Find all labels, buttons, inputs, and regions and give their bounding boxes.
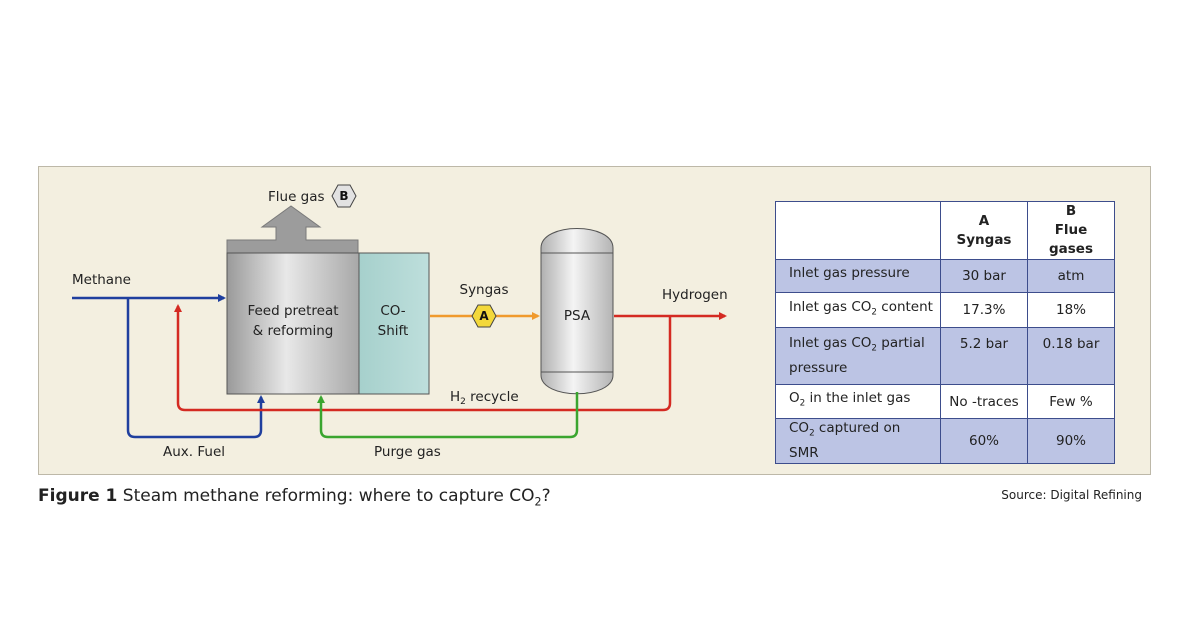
- cell-flue-gases: Few %: [1027, 384, 1115, 419]
- caption-end: ?: [541, 486, 551, 506]
- hydrogen-label: Hydrogen: [662, 287, 728, 303]
- column-header-flue-gases: B Flue gases: [1027, 201, 1115, 260]
- cell-flue-gases: atm: [1027, 259, 1115, 293]
- purge-gas-line: [317, 392, 579, 439]
- flue-gas-label: Flue gas: [268, 189, 325, 205]
- co-shift-label-line2: Shift: [378, 323, 409, 339]
- figure-number: Figure 1: [38, 486, 118, 506]
- cell-syngas: 60%: [940, 418, 1028, 464]
- purge-gas-label: Purge gas: [374, 444, 441, 460]
- column-header-b-letter: B: [1065, 203, 1077, 219]
- row-label: CO2 captured on SMR: [775, 418, 941, 464]
- column-header-b-name: Flue gases: [1048, 222, 1093, 257]
- flue-gas-arrow: [226, 205, 359, 254]
- table-row: Inlet gas CO2 content 17.3% 18%: [775, 292, 1115, 328]
- source-credit: Source: Digital Refining: [1001, 488, 1142, 502]
- aux-fuel-label: Aux. Fuel: [163, 444, 225, 460]
- row-label: Inlet gas CO2 content: [775, 292, 941, 328]
- h2-recycle-line: [174, 304, 577, 412]
- cell-syngas: 5.2 bar: [940, 327, 1028, 385]
- syngas-badge: [471, 304, 497, 328]
- flue-gas-badge: [331, 184, 357, 208]
- cell-flue-gases: 0.18 bar: [1027, 327, 1115, 385]
- cell-syngas: 30 bar: [940, 259, 1028, 293]
- table-corner-cell: [775, 201, 941, 260]
- column-header-syngas: A Syngas: [940, 201, 1028, 260]
- psa-vessel: [540, 228, 614, 395]
- column-header-a-letter: A: [978, 212, 990, 229]
- row-label: O2 in the inlet gas: [775, 384, 941, 419]
- table-row: O2 in the inlet gas No -traces Few %: [775, 384, 1115, 419]
- syngas-badge-label: A: [479, 309, 489, 323]
- cell-syngas: No -traces: [940, 384, 1028, 419]
- h2-recycle-return: [577, 316, 672, 412]
- cell-flue-gases: 18%: [1027, 292, 1115, 328]
- row-label: Inlet gas CO2 partial pressure: [775, 327, 941, 385]
- syngas-label: Syngas: [460, 282, 509, 298]
- table-row: CO2 captured on SMR 60% 90%: [775, 418, 1115, 464]
- cell-flue-gases: 90%: [1027, 418, 1115, 464]
- row-label: Inlet gas pressure: [775, 259, 941, 293]
- psa-label: PSA: [564, 308, 591, 324]
- caption-text: Steam methane reforming: where to captur…: [117, 486, 535, 506]
- co-shift-box: [358, 252, 430, 395]
- table-header-row: A Syngas B Flue gases: [775, 201, 1115, 260]
- column-header-a-name: Syngas: [956, 231, 1012, 248]
- table-row: Inlet gas CO2 partial pressure 5.2 bar 0…: [775, 327, 1115, 385]
- capture-comparison-table: A Syngas B Flue gases Inlet gas pressure 3…: [775, 201, 1115, 464]
- h2-recycle-label: H2 recycle: [450, 389, 519, 407]
- table-row: Inlet gas pressure 30 bar atm: [775, 259, 1115, 293]
- flue-gas-badge-label: B: [339, 189, 348, 203]
- methane-label: Methane: [72, 272, 131, 288]
- co-shift-label-line1: CO-: [380, 303, 405, 319]
- figure-caption: Figure 1 Steam methane reforming: where …: [38, 486, 551, 508]
- caption-subscript: 2: [534, 495, 542, 509]
- feed-label-line2: & reforming: [253, 323, 334, 339]
- feed-pretreat-box: [226, 252, 360, 395]
- cell-syngas: 17.3%: [940, 292, 1028, 328]
- aux-fuel-line: [126, 298, 265, 439]
- feed-label-line1: Feed pretreat: [247, 303, 338, 319]
